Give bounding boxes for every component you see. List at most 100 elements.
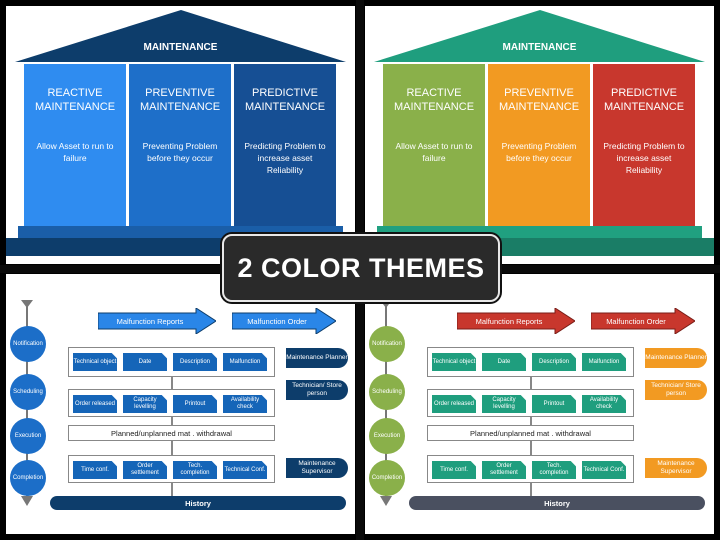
tag: Malfunction bbox=[582, 353, 626, 371]
pillar-title: PREVENTIVE MAINTENANCE bbox=[498, 87, 580, 113]
side-technician: Technician/ Store person bbox=[645, 380, 707, 400]
stage-notification: Notification bbox=[369, 326, 405, 362]
stage-notification: Notification bbox=[10, 326, 46, 362]
pillar-desc: Predicting Problem to increase asset Rel… bbox=[244, 141, 326, 175]
pillar-desc: Predicting Problem to increase asset Rel… bbox=[603, 141, 685, 175]
arrow-label: Malfunction Reports bbox=[116, 316, 184, 326]
stage-line-arrow bbox=[21, 496, 33, 506]
connector bbox=[530, 377, 532, 389]
row-scheduling: Order released Capacity levelling Printo… bbox=[427, 389, 634, 417]
connector bbox=[171, 441, 173, 455]
temple-title: MAINTENANCE bbox=[143, 42, 218, 53]
tag: Tech. completion bbox=[173, 461, 217, 479]
connector bbox=[171, 417, 173, 425]
pillar-predictive: PREDICTIVE MAINTENANCE Predicting Proble… bbox=[593, 64, 695, 232]
pillar-title: PREVENTIVE MAINTENANCE bbox=[139, 87, 221, 113]
connector bbox=[530, 441, 532, 455]
row-withdrawal: Planned/unplanned mat . withdrawal bbox=[427, 425, 634, 441]
pillar-title: REACTIVE MAINTENANCE bbox=[34, 87, 116, 113]
tag: Availability check bbox=[223, 395, 267, 413]
process-color: Notification Scheduling Execution Comple… bbox=[365, 274, 714, 534]
history-bar: History bbox=[50, 496, 346, 510]
stage-execution: Execution bbox=[10, 418, 46, 454]
tag: Technical Conf. bbox=[582, 461, 626, 479]
arrow-malfunction-order: Malfunction Order bbox=[591, 308, 695, 334]
arrow-shape bbox=[98, 308, 216, 334]
connector bbox=[171, 483, 173, 496]
stage-scheduling: Scheduling bbox=[10, 374, 46, 410]
temple-roof bbox=[374, 10, 705, 62]
tag: Time conf. bbox=[432, 461, 476, 479]
tag: Technical object bbox=[432, 353, 476, 371]
tag: Order settlement bbox=[482, 461, 526, 479]
side-maintenance-planner: Maintenance Planner bbox=[645, 348, 707, 368]
process-diagram: Notification Scheduling Execution Comple… bbox=[365, 274, 714, 534]
arrow-shape bbox=[457, 308, 575, 334]
tag: Time conf. bbox=[73, 461, 117, 479]
pillar-desc: Preventing Problem before they occur bbox=[501, 141, 577, 163]
pillar-title: PREDICTIVE MAINTENANCE bbox=[603, 87, 685, 113]
tag: Description bbox=[173, 353, 217, 371]
side-maintenance-supervisor: Maintenance Supervisor bbox=[286, 458, 348, 478]
tag: Order settlement bbox=[123, 461, 167, 479]
history-bar: History bbox=[409, 496, 705, 510]
tag: Date bbox=[123, 353, 167, 371]
pillar-title: REACTIVE MAINTENANCE bbox=[393, 87, 475, 113]
pillar-preventive: PREVENTIVE MAINTENANCE Preventing Proble… bbox=[129, 64, 231, 232]
side-maintenance-supervisor: Maintenance Supervisor bbox=[645, 458, 707, 478]
roof-shape bbox=[374, 10, 705, 62]
tag: Description bbox=[532, 353, 576, 371]
arrow-malfunction-order: Malfunction Order bbox=[232, 308, 336, 334]
pillar-title: PREDICTIVE MAINTENANCE bbox=[244, 87, 326, 113]
pillar-desc: Preventing Problem before they occur bbox=[142, 141, 218, 163]
side-maintenance-planner: Maintenance Planner bbox=[286, 348, 348, 368]
tag: Availability check bbox=[582, 395, 626, 413]
roof-shape bbox=[15, 10, 346, 62]
tag: Printout bbox=[173, 395, 217, 413]
tag: Capacity levelling bbox=[123, 395, 167, 413]
pillar-desc: Allow Asset to run to failure bbox=[36, 141, 114, 163]
stage-line-top bbox=[380, 300, 392, 308]
arrow-label: Malfunction Reports bbox=[475, 316, 543, 326]
tag: Technical Conf. bbox=[223, 461, 267, 479]
row-notification: Technical object Date Description Malfun… bbox=[68, 347, 275, 377]
process-blue: Notification Scheduling Execution Comple… bbox=[6, 274, 355, 534]
arrow-malfunction-reports: Malfunction Reports bbox=[457, 308, 575, 334]
stage-completion: Completion bbox=[369, 460, 405, 496]
pillar-predictive: PREDICTIVE MAINTENANCE Predicting Proble… bbox=[234, 64, 336, 232]
arrow-shape bbox=[591, 308, 695, 334]
pillar-desc: Allow Asset to run to failure bbox=[395, 141, 473, 163]
arrow-label: Malfunction Order bbox=[606, 316, 666, 326]
stage-scheduling: Scheduling bbox=[369, 374, 405, 410]
row-scheduling: Order released Capacity levelling Printo… bbox=[68, 389, 275, 417]
pillar-reactive: REACTIVE MAINTENANCE Allow Asset to run … bbox=[383, 64, 485, 232]
tag: Date bbox=[482, 353, 526, 371]
arrow-malfunction-reports: Malfunction Reports bbox=[98, 308, 216, 334]
side-technician: Technician/ Store person bbox=[286, 380, 348, 400]
row-withdrawal: Planned/unplanned mat . withdrawal bbox=[68, 425, 275, 441]
stage-execution: Execution bbox=[369, 418, 405, 454]
tag: Order released bbox=[73, 395, 117, 413]
temple-color: MAINTENANCE REACTIVE MAINTENANCE Allow A… bbox=[365, 6, 714, 264]
arrow-shape bbox=[232, 308, 336, 334]
pillar-preventive: PREVENTIVE MAINTENANCE Preventing Proble… bbox=[488, 64, 590, 232]
stage-line-top bbox=[21, 300, 33, 308]
row-completion: Time conf. Order settlement Tech. comple… bbox=[427, 455, 634, 483]
arrow-label: Malfunction Order bbox=[247, 316, 307, 326]
tag: Capacity levelling bbox=[482, 395, 526, 413]
temple-title: MAINTENANCE bbox=[502, 42, 577, 53]
stage-completion: Completion bbox=[10, 460, 46, 496]
connector bbox=[530, 417, 532, 425]
connector bbox=[530, 483, 532, 496]
pillar-reactive: REACTIVE MAINTENANCE Allow Asset to run … bbox=[24, 64, 126, 232]
tag: Tech. completion bbox=[532, 461, 576, 479]
temple-roof bbox=[15, 10, 346, 62]
temple-blue: MAINTENANCE REACTIVE MAINTENANCE Allow A… bbox=[6, 6, 355, 264]
tag: Technical object bbox=[73, 353, 117, 371]
stage-line-arrow bbox=[380, 496, 392, 506]
tag: Order released bbox=[432, 395, 476, 413]
connector bbox=[171, 377, 173, 389]
row-completion: Time conf. Order settlement Tech. comple… bbox=[68, 455, 275, 483]
process-diagram: Notification Scheduling Execution Comple… bbox=[6, 274, 355, 534]
tag: Malfunction bbox=[223, 353, 267, 371]
